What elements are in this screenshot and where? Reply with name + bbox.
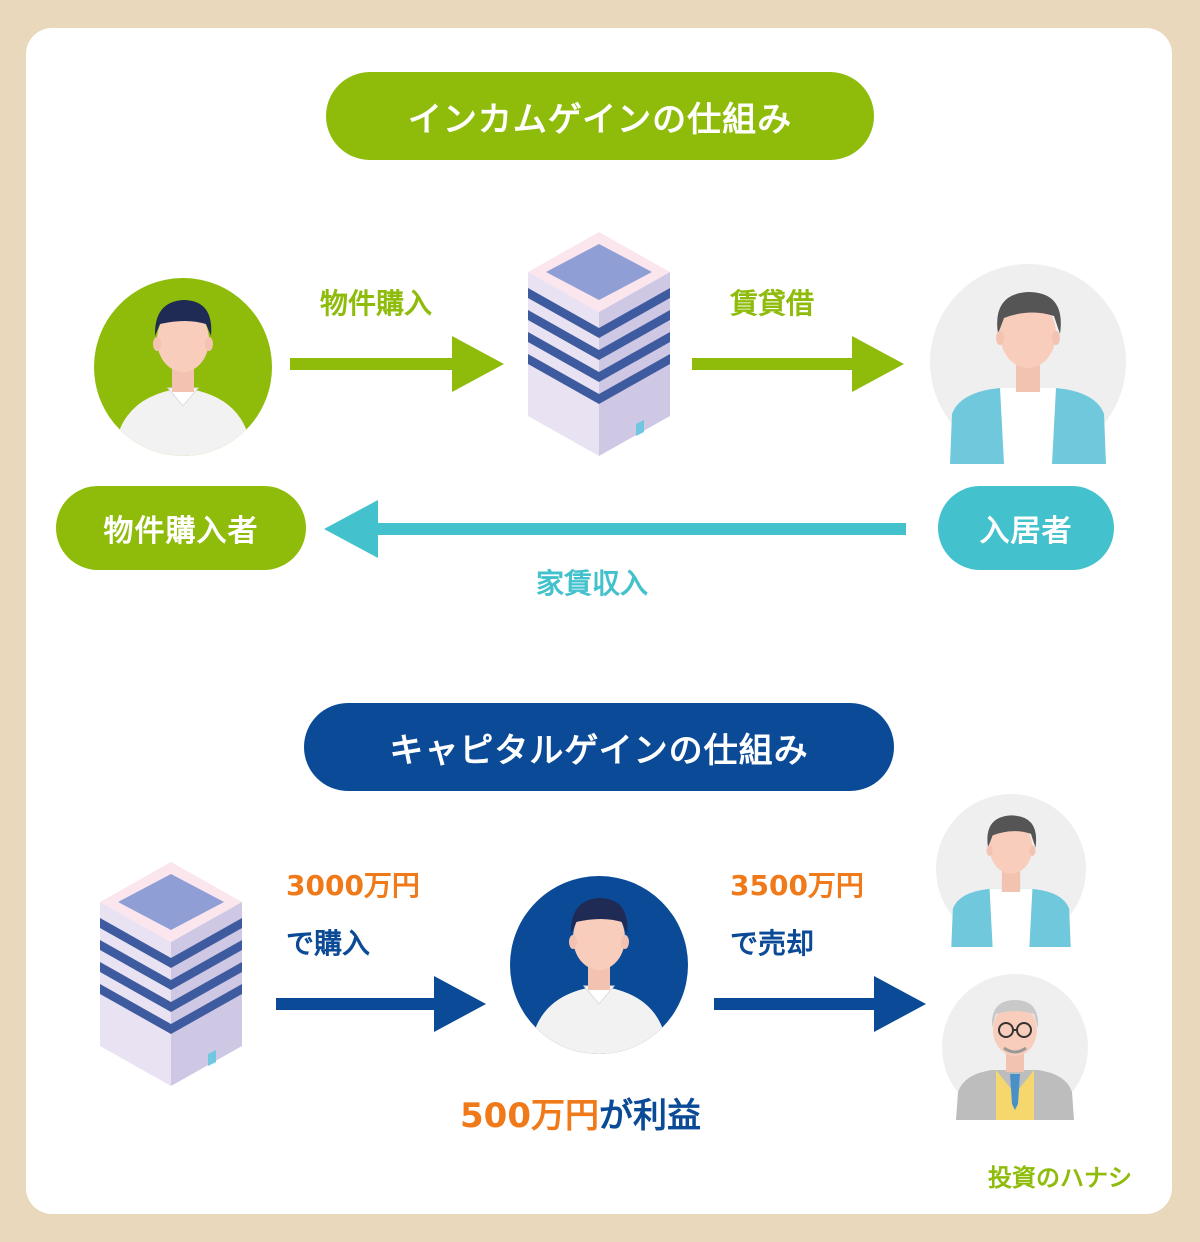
buy-price: 3000万円: [286, 869, 420, 902]
rent-income-label: 家賃収入: [536, 567, 649, 600]
profit-suffix: が利益: [598, 1096, 701, 1136]
new-buyer-avatar: [936, 794, 1086, 948]
rent-income-arrow: [324, 500, 906, 558]
purchase-label: 物件購入: [320, 287, 433, 320]
brand-logo-text: 投資のハナシ: [988, 1164, 1132, 1192]
tenant-avatar: [930, 264, 1126, 464]
rent-label: 賃貸借: [730, 287, 815, 320]
purchase-arrow: [290, 336, 504, 392]
buyer-avatar: [94, 278, 272, 456]
investor-avatar: [510, 876, 688, 1054]
capital-gain-title: キャピタルゲインの仕組み: [304, 703, 894, 791]
sell-price: 3500万円: [730, 869, 864, 902]
profit-amount: 500万円: [460, 1096, 599, 1136]
rent-arrow: [692, 336, 904, 392]
buy-text: で購入: [286, 927, 371, 960]
sell-arrow: [714, 976, 926, 1032]
building-icon: [528, 232, 670, 456]
buy-arrow: [276, 976, 486, 1032]
building-icon-capital: [100, 862, 242, 1086]
tenant-role-badge: 入居者: [938, 486, 1114, 570]
elderly-buyer-avatar: [942, 974, 1088, 1120]
buyer-role-badge: 物件購入者: [56, 486, 306, 570]
profit-text: 500万円が利益: [460, 1088, 701, 1137]
sell-text: で売却: [730, 927, 815, 960]
income-gain-title: インカムゲインの仕組み: [326, 72, 874, 160]
